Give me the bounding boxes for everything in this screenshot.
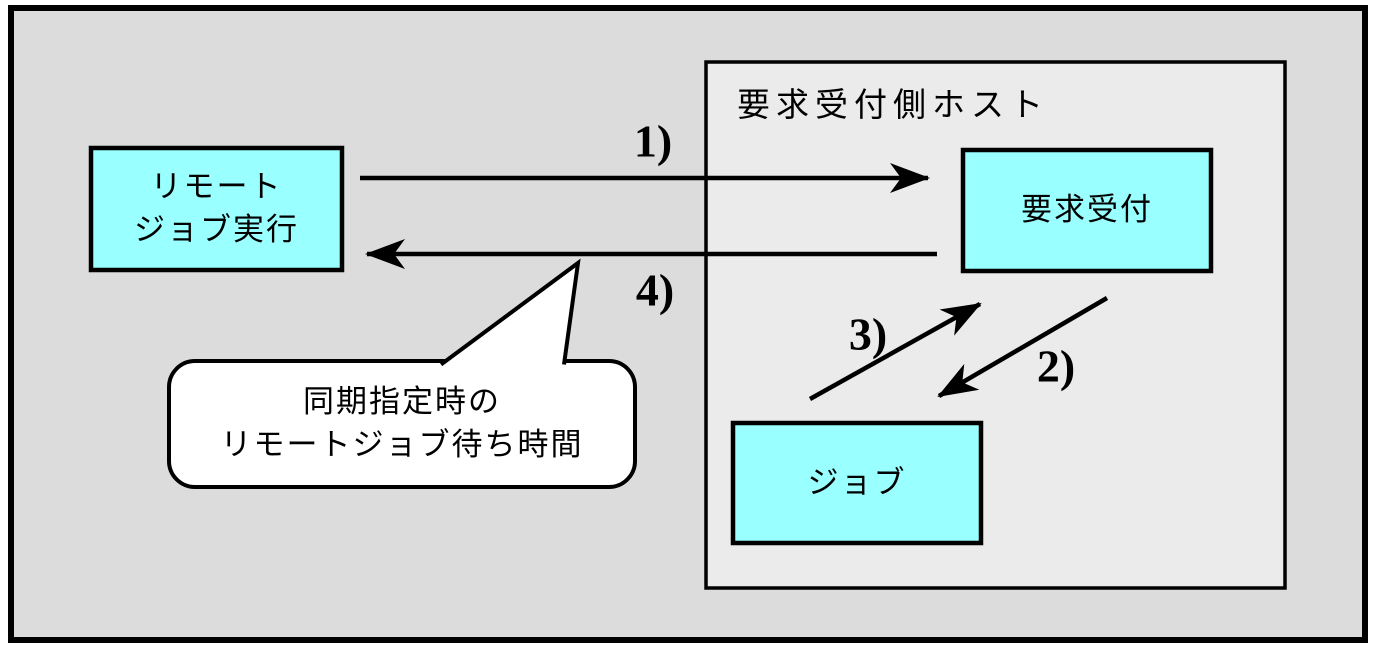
- callout-bubble: [167, 359, 637, 489]
- arrow-2-label: 2): [1036, 340, 1076, 392]
- request-accept-box: [960, 147, 1214, 274]
- callout-text: 同期指定時の リモートジョブ待ち時間: [169, 361, 635, 487]
- request-accept-label: 要求受付: [1021, 192, 1153, 228]
- arrow-4-label: 4): [635, 264, 675, 316]
- arrow-3-from-job: [808, 302, 982, 401]
- callout-text-line1: 同期指定時の: [303, 384, 501, 420]
- job-label: ジョブ: [807, 464, 907, 500]
- arrow-3-label: 3): [848, 308, 888, 360]
- host-box-title: 要求受付側ホスト: [737, 86, 1049, 123]
- callout-text-line2: リモートジョブ待ち時間: [220, 427, 584, 462]
- remote-job-label-line1: リモート: [150, 169, 283, 205]
- job-box: [730, 420, 984, 546]
- remote-job-label: リモート ジョブ実行: [91, 148, 342, 270]
- remote-job-label-line2: ジョブ実行: [134, 212, 299, 247]
- remote-job-box: [88, 145, 345, 273]
- arrow-2-to-job: [937, 296, 1109, 398]
- callout-tail: [439, 258, 581, 367]
- arrow-1-label: 1): [633, 115, 673, 167]
